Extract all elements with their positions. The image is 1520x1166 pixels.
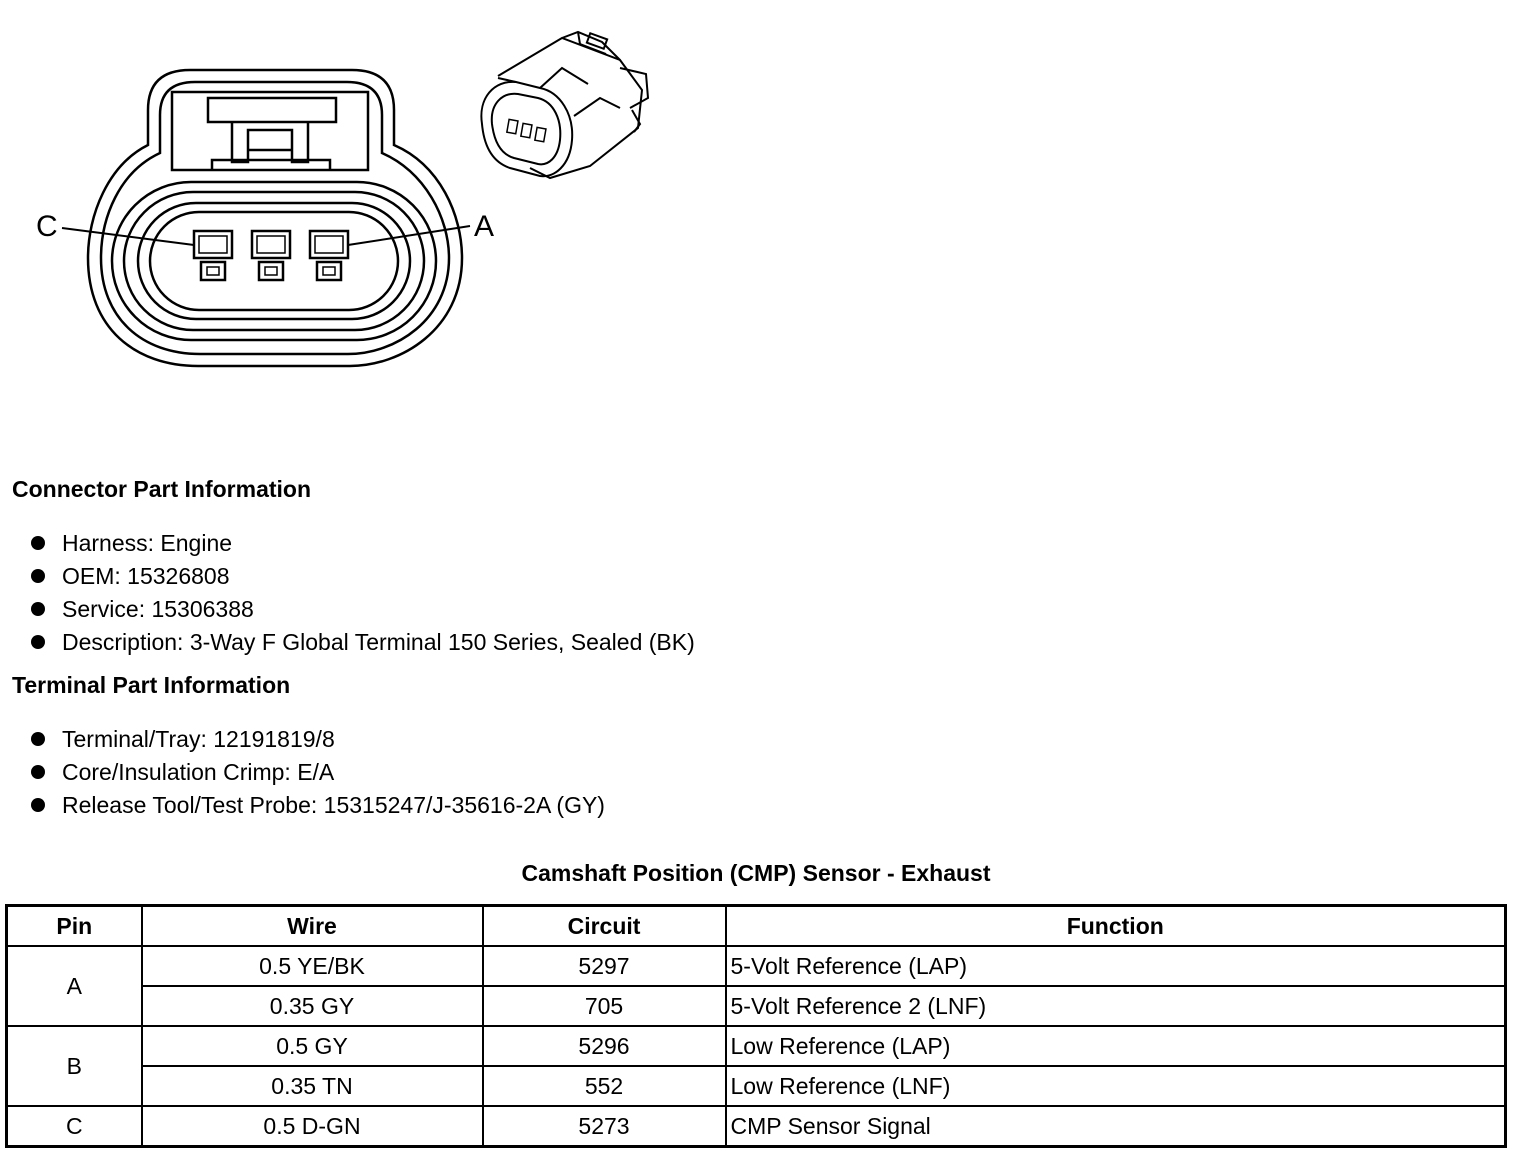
function-cell: CMP Sensor Signal [724,1105,1507,1148]
circuit-cell: 705 [481,985,727,1027]
list-item: Description: 3-Way F Global Terminal 150… [28,626,695,659]
table-title: Camshaft Position (CMP) Sensor - Exhaust [521,860,991,886]
column-header-function: Function [724,904,1507,947]
table-header-row: Pin Wire Circuit Function [5,904,1507,947]
list-item: Release Tool/Test Probe: 15315247/J-3561… [28,789,605,822]
wire-cell: 0.5 D-GN [140,1105,484,1148]
iso-latch [561,30,621,61]
face-ring-4 [148,210,400,312]
latch-tab [230,122,310,164]
table-row: 0.35 GY 705 5-Volt Reference 2 (LNF) [7,985,1507,1027]
list-item: Core/Insulation Crimp: E/A [28,756,605,789]
circuit-cell: 5296 [481,1025,727,1067]
wire-cell: 0.5 YE/BK [140,945,484,987]
bullet-icon [31,798,45,812]
table-row: A 0.5 YE/BK 5297 5-Volt Reference (LAP) [5,945,1507,1027]
terminal-cavity-c [192,229,234,282]
terminal-cavity-a [308,229,350,282]
function-cell: 5-Volt Reference (LAP) [724,945,1507,987]
wire-cell: 0.35 GY [140,985,484,1027]
table-row: C 0.5 D-GN 5273 CMP Sensor Signal [5,1105,1507,1148]
column-header-pin: Pin [5,904,143,947]
wire-cell: 0.35 TN [140,1065,484,1107]
terminal-info-list: Terminal/Tray: 12191819/8 Core/Insulatio… [28,723,605,822]
function-cell: Low Reference (LAP) [724,1025,1507,1067]
face-ring-2 [122,190,426,332]
circuit-cell: 5297 [481,945,727,987]
connector-outer-shell [86,68,464,368]
latch-top [206,96,338,124]
iso-side-tab [619,67,650,109]
leader-line-c [61,227,195,246]
leader-line-a [347,225,471,246]
bullet-icon [31,732,45,746]
iso-body-back [497,36,644,180]
bullet-icon [31,765,45,779]
face-ring-3 [136,201,412,321]
function-cell: Low Reference (LNF) [724,1065,1507,1107]
connector-info-heading: Connector Part Information [12,476,312,502]
pin-cell: C [5,1105,143,1148]
table-row: 0.35 TN 552 Low Reference (LNF) [7,1065,1507,1107]
table-row: B 0.5 GY 5296 Low Reference (LAP) [5,1025,1507,1107]
connector-info-list: Harness: Engine OEM: 15326808 Service: 1… [28,527,695,659]
function-cell: 5-Volt Reference 2 (LNF) [724,985,1507,1027]
terminal-cavity-b [250,229,292,282]
face-ring-1 [110,180,438,342]
terminal-info-heading: Terminal Part Information [12,672,291,698]
connector-face-diagram: C A [36,68,494,368]
circuit-cell: 552 [481,1065,727,1107]
column-header-wire: Wire [140,904,484,947]
circuit-cell: 5273 [481,1105,727,1148]
connector-outer-shell-inner [99,80,451,356]
column-header-circuit: Circuit [481,904,727,947]
iso-front-face [480,80,574,178]
connector-isometric-diagram [480,30,650,180]
pin-cell: B [5,1025,143,1107]
list-item: OEM: 15326808 [28,560,695,593]
pin-table: Pin Wire Circuit Function A 0.5 YE/BK 52… [5,904,1507,1148]
list-item: Harness: Engine [28,527,695,560]
bullet-icon [31,602,45,616]
pin-label-c: C [36,210,58,243]
list-item: Terminal/Tray: 12191819/8 [28,723,605,756]
pin-label-a: A [474,210,494,243]
wire-cell: 0.5 GY [140,1025,484,1067]
bullet-icon [31,635,45,649]
latch-housing [170,90,370,172]
bullet-icon [31,569,45,583]
list-item: Service: 15306388 [28,593,695,626]
pin-cell: A [5,945,143,1027]
bullet-icon [31,536,45,550]
